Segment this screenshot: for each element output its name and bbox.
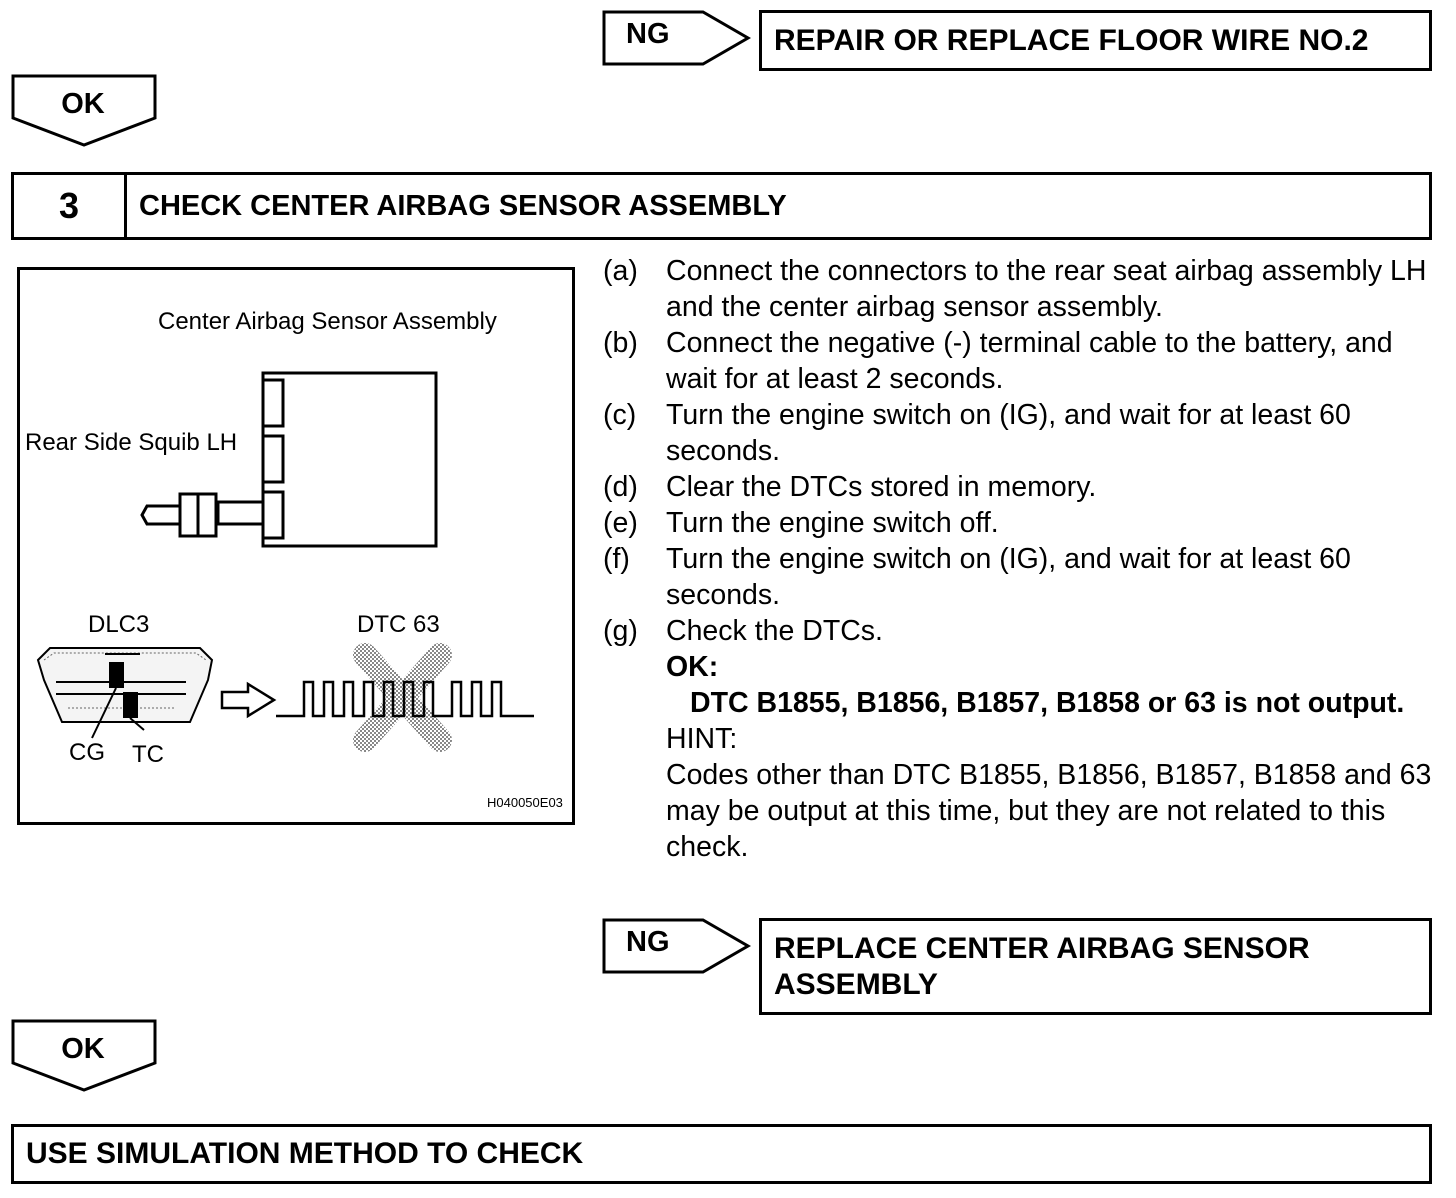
instruction-letter: (f) [603, 543, 630, 575]
instruction-list: (a) Connect the connectors to the rear s… [603, 253, 1433, 865]
cross-out-mark [353, 643, 452, 752]
instruction-letter: (b) [603, 327, 638, 359]
hint-heading: HINT: [666, 723, 738, 755]
dlc3-connector [36, 647, 214, 739]
instruction-item: (c) Turn the engine switch on (IG), and … [603, 397, 1433, 469]
step-number: 3 [14, 175, 127, 237]
instruction-letter: (c) [603, 399, 637, 431]
ng-arrow-shape [602, 918, 751, 974]
ng-arrow-shape [602, 10, 751, 66]
cg-label: CG [69, 739, 105, 766]
ok-condition: DTC B1855, B1856, B1857, B1858 or 63 is … [690, 687, 1405, 719]
illustration-drawing [36, 371, 534, 752]
ok-arrow-shape [11, 1019, 157, 1092]
final-step: USE SIMULATION METHOD TO CHECK [11, 1124, 1432, 1184]
instruction-item: (b) Connect the negative (-) terminal ca… [603, 325, 1433, 397]
ok-arrow-1: OK [11, 74, 159, 149]
instruction-text: Turn the engine switch off. [666, 507, 999, 539]
squib-connector [140, 492, 265, 538]
ok-label: OK [61, 88, 105, 120]
instruction-item: (g) Check the DTCs. [603, 613, 1433, 649]
step-title: CHECK CENTER AIRBAG SENSOR ASSEMBLY [139, 189, 787, 222]
dlc3-label: DLC3 [88, 611, 150, 638]
ng-arrow-bottom: NG [602, 918, 752, 976]
instruction-item: (f) Turn the engine switch on (IG), and … [603, 541, 1433, 613]
ok-arrow-shape [11, 74, 157, 147]
instruction-text: Clear the DTCs stored in memory. [666, 471, 1097, 503]
ng-label: NG [626, 926, 670, 958]
ng-result-floor-wire: REPAIR OR REPLACE FLOOR WIRE NO.2 [759, 10, 1432, 71]
instruction-letter: (a) [603, 255, 638, 287]
instruction-text: Connect the negative (-) terminal cable … [666, 327, 1393, 395]
tc-label: TC [132, 741, 164, 768]
step-header: 3 CHECK CENTER AIRBAG SENSOR ASSEMBLY [11, 172, 1432, 240]
ok-heading: OK: [666, 651, 719, 683]
ng-label: NG [626, 18, 670, 50]
center-airbag-sensor [261, 371, 438, 548]
instruction-text: Connect the connectors to the rear seat … [666, 255, 1427, 323]
instruction-text: Turn the engine switch on (IG), and wait… [666, 543, 1351, 611]
instruction-text: Turn the engine switch on (IG), and wait… [666, 399, 1351, 467]
illustration: Center Airbag Sensor Assembly Rear Side … [17, 267, 575, 825]
ng-result-replace-sensor: REPLACE CENTER AIRBAG SENSOR ASSEMBLY [759, 918, 1432, 1015]
dtc-waveform [276, 680, 534, 718]
dtc63-label: DTC 63 [357, 611, 440, 638]
squib-label: Rear Side Squib LH [25, 429, 238, 456]
instruction-text: Check the DTCs. [666, 615, 883, 647]
instruction-letter: (g) [603, 615, 638, 647]
instruction-item: (d) Clear the DTCs stored in memory. [603, 469, 1433, 505]
assembly-label: Center Airbag Sensor Assembly [158, 308, 497, 335]
instruction-item: (e) Turn the engine switch off. [603, 505, 1433, 541]
hint-text: Codes other than DTC B1855, B1856, B1857… [666, 759, 1432, 863]
instruction-item: (a) Connect the connectors to the rear s… [603, 253, 1433, 325]
instruction-letter: (e) [603, 507, 638, 539]
figure-id: H040050E03 [487, 795, 563, 810]
ok-label: OK [61, 1033, 105, 1065]
instruction-letter: (d) [603, 471, 638, 503]
ng-arrow-top: NG [602, 10, 752, 68]
right-arrow-icon [220, 681, 277, 719]
ok-arrow-2: OK [11, 1019, 159, 1094]
